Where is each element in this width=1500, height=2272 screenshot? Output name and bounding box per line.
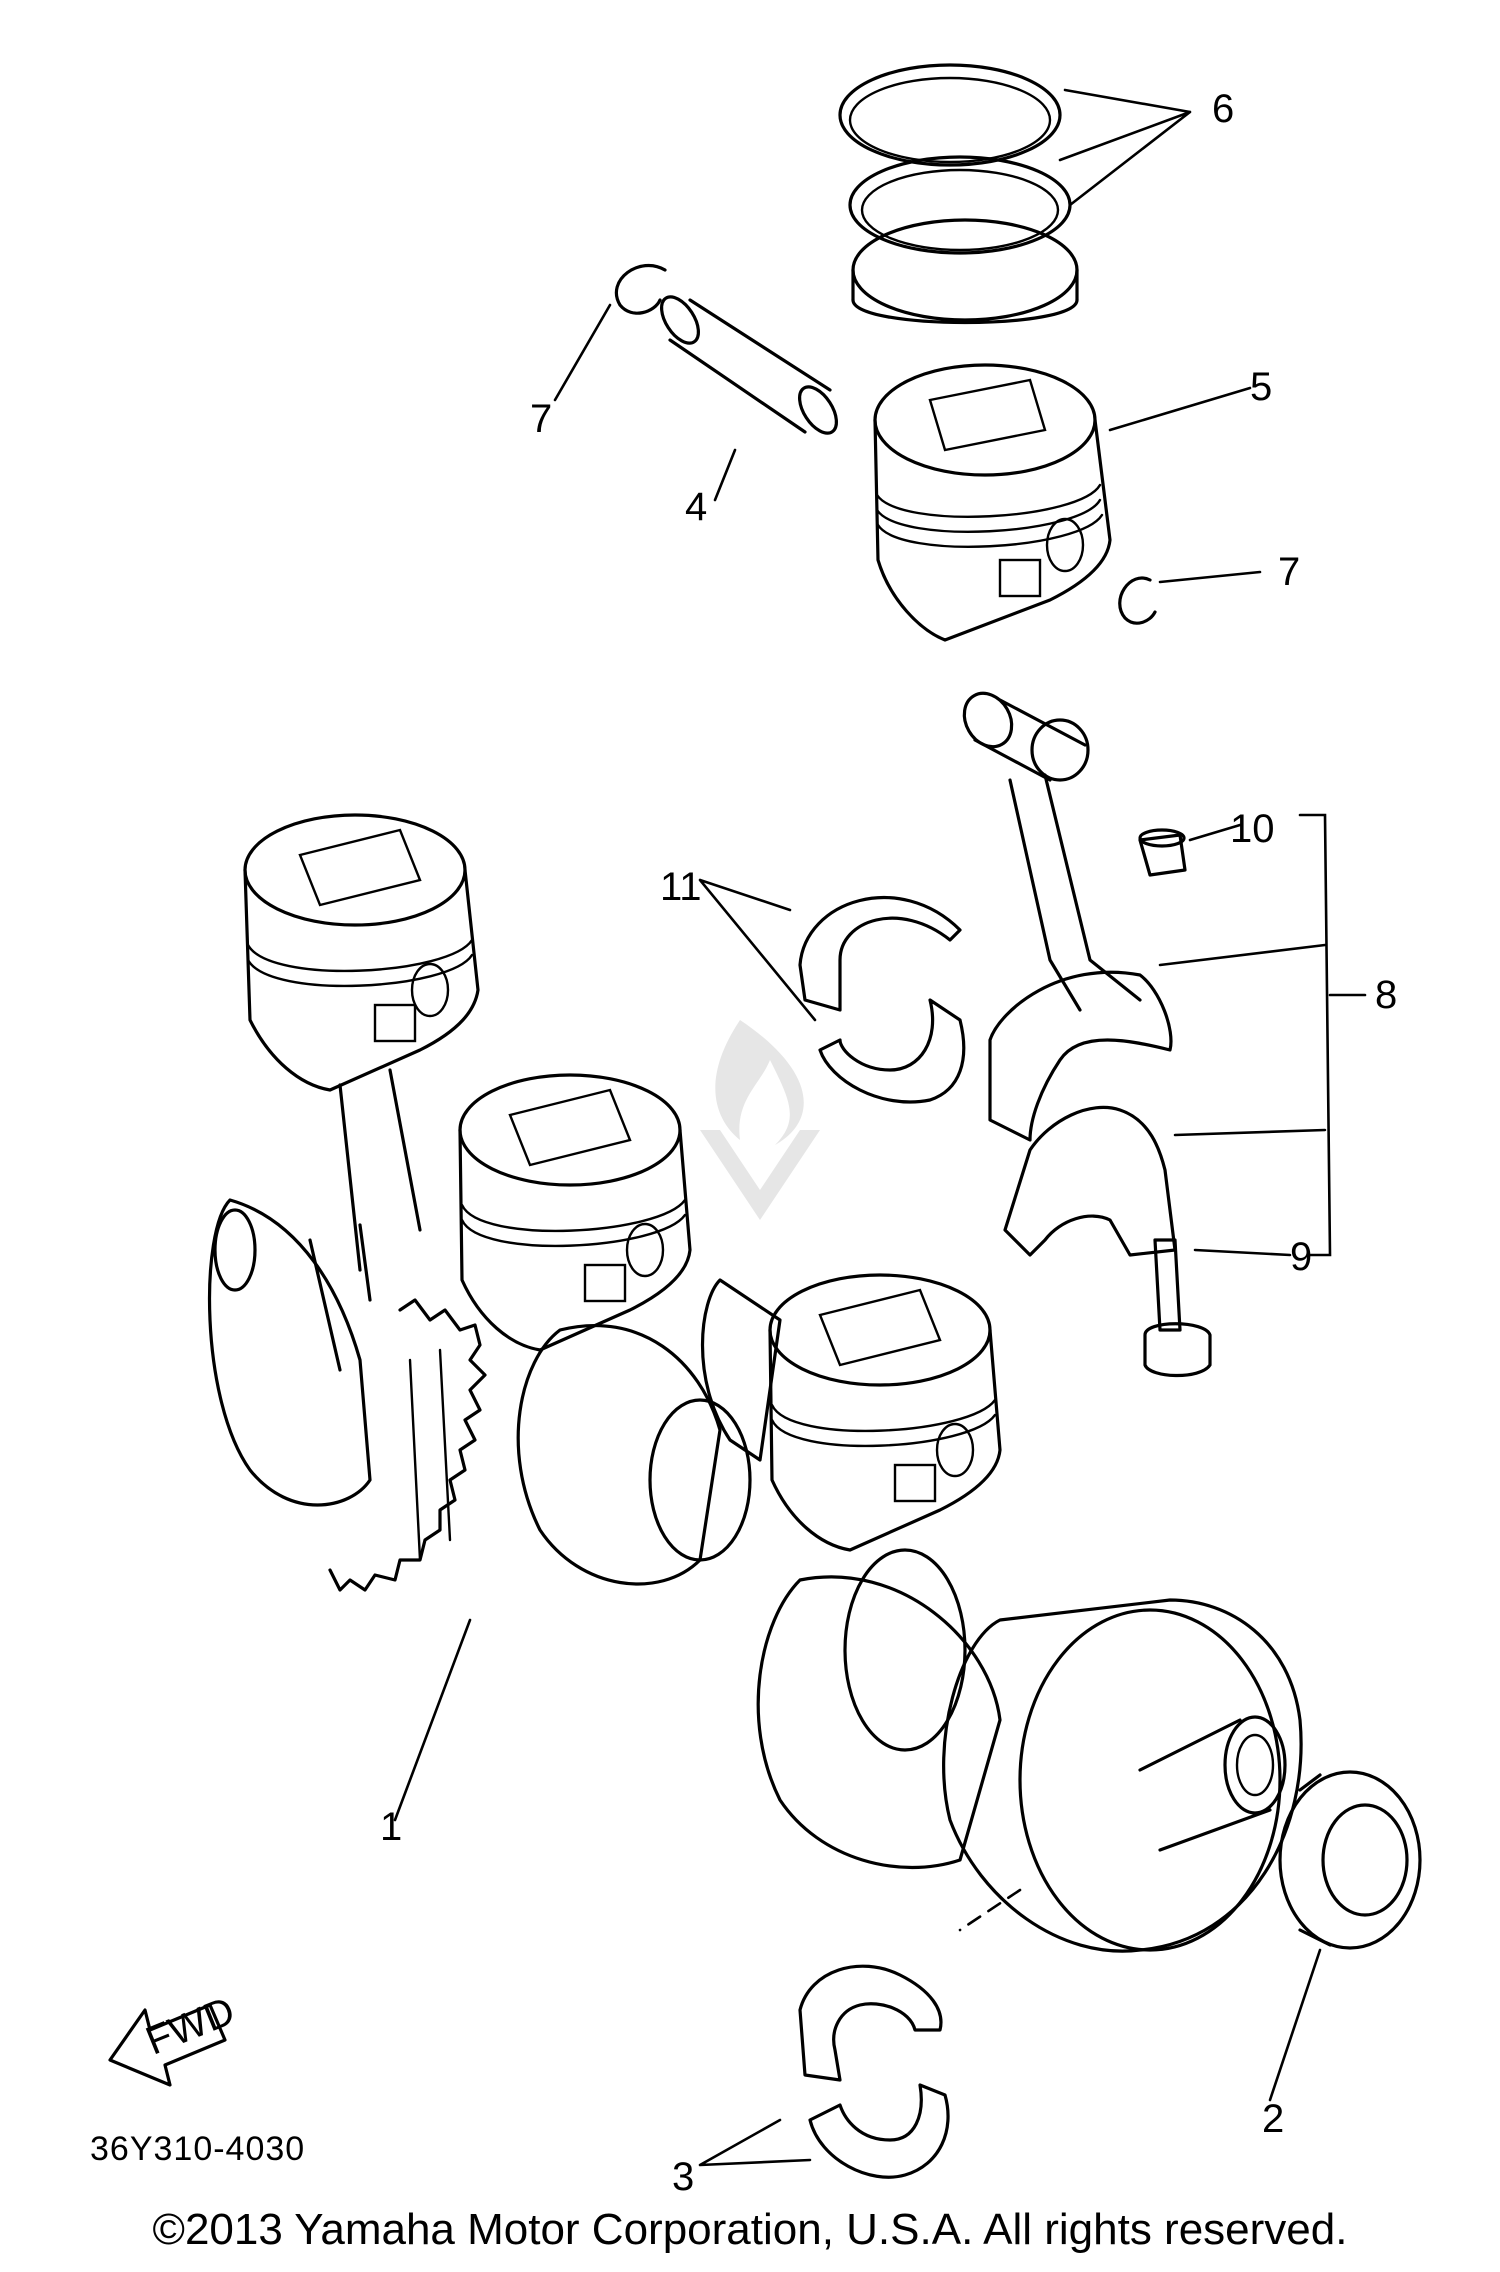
callout-3: 3: [672, 2155, 694, 2199]
diagram-code: 36Y310-4030: [90, 2130, 306, 2168]
callout-2: 2: [1262, 2097, 1284, 2141]
copyright-notice: ©2013 Yamaha Motor Corporation, U.S.A. A…: [152, 2205, 1348, 2254]
callout-7b: 7: [1278, 550, 1300, 594]
oil-seal-part: [1278, 1770, 1422, 1950]
connecting-rod-part: [962, 691, 1177, 1257]
fwd-arrow-icon: FWD: [108, 1989, 241, 2087]
piston-part: [873, 363, 1112, 642]
callouts: 6 7 4 5 7 10 11 8 9 1 2 3: [380, 87, 1397, 2199]
watermark-logo-icon: [700, 1020, 820, 1220]
callout-4: 4: [685, 485, 707, 529]
callout-7a: 7: [530, 397, 552, 441]
callout-5: 5: [1250, 365, 1272, 409]
main-bearing-part: [798, 1964, 950, 2179]
piston-pin-clip-part: [614, 263, 1157, 625]
callout-6: 6: [1212, 87, 1234, 131]
piston-pin-part: [660, 295, 838, 435]
rod-bolt-part: [1143, 1238, 1212, 1378]
fwd-label: FWD: [140, 1989, 241, 2064]
leader-lines: [393, 88, 1367, 2167]
callout-9: 9: [1290, 1235, 1312, 1279]
crankshaft-part: [207, 813, 1303, 1953]
callout-8: 8: [1375, 973, 1397, 1017]
piston-rings-part: [838, 63, 1079, 325]
rod-nut-part: [1138, 828, 1187, 877]
callout-11: 11: [660, 865, 702, 909]
callout-10: 10: [1230, 807, 1275, 851]
big-end-bearing-part: [798, 895, 966, 1104]
callout-1: 1: [380, 1805, 402, 1849]
